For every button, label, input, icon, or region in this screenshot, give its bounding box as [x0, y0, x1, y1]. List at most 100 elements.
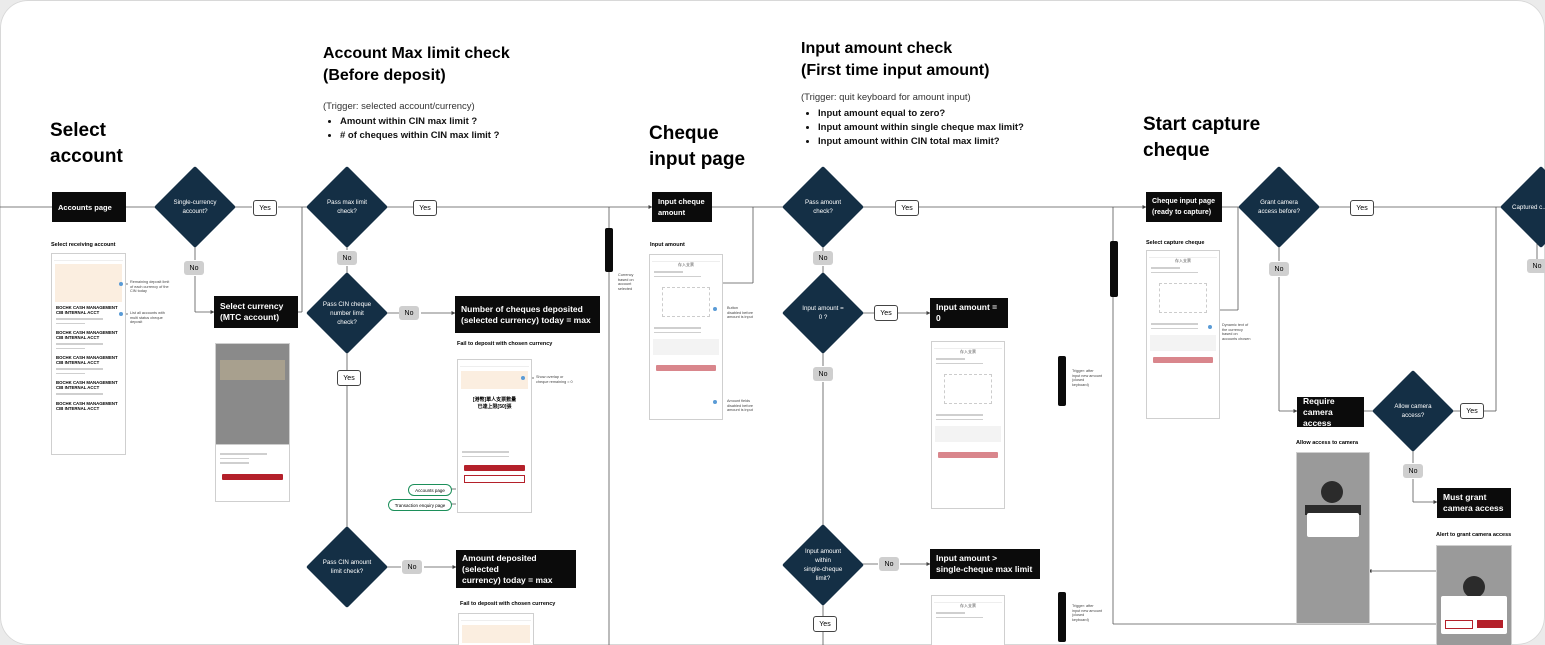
decision-text: Captured c... — [1512, 203, 1545, 211]
decision-pass-amount[interactable]: Pass amount check? — [781, 165, 865, 249]
phone-line — [56, 343, 104, 345]
annotation-dot — [713, 400, 717, 404]
decision-text: Allow camera access? — [1394, 403, 1432, 419]
phone-account-list: BOCHK CASH MANAGEMENT CIB INTERNAL ACCT … — [51, 253, 126, 455]
phone-notice — [935, 426, 1001, 442]
caption-fail-deposit: Fail to deposit with chosen currency — [457, 341, 553, 347]
decision-pass-cin-cheque[interactable]: Pass CIN cheque number limit check? — [305, 271, 389, 355]
phone-line — [56, 347, 86, 349]
caption-select-capture: Select capture cheque — [1146, 240, 1205, 246]
block-input-gt-single[interactable]: Input amount > single-cheque max limit — [930, 549, 1040, 579]
decision-text: Input amount = 0 ? — [802, 305, 844, 321]
camera-permission-illustration — [1305, 505, 1361, 515]
phone-title: 存入支票 — [960, 603, 976, 608]
yes-label: Yes — [337, 370, 361, 386]
block-input-cheque-amount[interactable]: Input cheque amount — [652, 192, 712, 222]
annotation-dot — [1208, 325, 1212, 329]
heading-start-capture: Start capture cheque — [1143, 114, 1261, 161]
block-accounts-page[interactable]: Accounts page — [52, 192, 126, 222]
block-cheque-ready[interactable]: Cheque input page (ready to capture) — [1146, 192, 1222, 222]
decision-captured[interactable]: Captured c... — [1499, 165, 1545, 249]
annotation-dot — [119, 312, 123, 316]
no-label: No — [184, 261, 204, 275]
yes-label: Yes — [813, 616, 837, 632]
phone-limit-card — [220, 360, 285, 380]
phone-notice — [1150, 335, 1216, 351]
decision-pass-max[interactable]: Pass max limit check? — [305, 165, 389, 249]
max-limit-trigger: (Trigger: selected account/currency) — [323, 101, 475, 112]
phone-line — [936, 358, 965, 360]
phone-allow-camera — [1296, 452, 1370, 624]
decision-text: Single-currency account? — [173, 199, 217, 215]
phone-line — [462, 455, 510, 457]
decision-allow-camera[interactable]: Allow camera access? — [1371, 369, 1455, 453]
phone-secondary-button — [464, 475, 525, 483]
phone-currency-sheet — [215, 343, 290, 502]
decision-input-single[interactable]: Input amount within single-cheque limit? — [781, 523, 865, 607]
phone-confirm-button — [222, 473, 283, 480]
bullet: Input amount within single cheque max li… — [818, 121, 1024, 135]
phone-line — [56, 368, 104, 370]
phone-notice — [653, 339, 719, 355]
decision-grant-camera[interactable]: Grant camera access before? — [1237, 165, 1321, 249]
note-trigger-keyboard: Trigger: after input new amount (closed … — [1072, 604, 1102, 622]
yes-label: Yes — [895, 200, 919, 216]
phone-status-bar — [1149, 251, 1217, 258]
block-require-camera[interactable]: Require camera access — [1297, 396, 1364, 428]
decision-pass-cin-amount[interactable]: Pass CIN amount limit check? — [305, 525, 389, 609]
caption-alert-grant: Alert to grant camera access — [1436, 532, 1512, 538]
block-must-grant[interactable]: Must grant camera access — [1437, 488, 1511, 518]
bullet: Amount within CIN max limit ? — [340, 115, 499, 129]
phone-line — [220, 462, 250, 464]
phone-overlay — [216, 344, 289, 444]
phone-status-bar — [934, 596, 1002, 603]
bullet: # of cheques within CIN max limit ? — [340, 129, 499, 143]
link-transaction-enquiry[interactable]: Transaction enquiry page — [388, 499, 452, 511]
caption-select-receiving: Select receiving account — [51, 242, 116, 248]
decision-single-currency[interactable]: Single-currency account? — [153, 165, 237, 249]
yes-label: Yes — [1460, 403, 1484, 419]
phone-submit-button — [938, 452, 998, 458]
phone-cheque-placeholder — [944, 374, 992, 404]
no-label: No — [1527, 259, 1545, 273]
block-input-amount-zero[interactable]: Input amount = 0 — [930, 298, 1008, 328]
vertical-tag — [605, 228, 613, 272]
no-label: No — [402, 560, 422, 574]
phone-line — [936, 612, 965, 614]
yes-label: Yes — [1350, 200, 1374, 216]
phone-capture: 存入支票 — [1146, 250, 1220, 419]
camera-alert-dialog — [1441, 596, 1507, 634]
decision-text: Pass CIN cheque number limit check? — [322, 300, 372, 326]
phone-status-bar — [461, 614, 531, 621]
phone-status-bar — [54, 254, 123, 261]
caption-input-amount: Input amount — [650, 242, 685, 248]
block-num-cheques-max[interactable]: Number of cheques deposited (selected cu… — [455, 296, 600, 333]
phone-submit-button — [656, 365, 716, 371]
alert-cancel-button — [1445, 620, 1473, 629]
heading-select-account: Select account — [50, 120, 123, 167]
heading-max-limit: Account Max limit check (Before deposit) — [323, 45, 510, 84]
input-amount-trigger: (Trigger: quit keyboard for amount input… — [801, 92, 971, 103]
block-select-currency[interactable]: Select currency (MTC account) — [214, 296, 298, 328]
phone-line — [1151, 267, 1180, 269]
yes-label: Yes — [874, 305, 898, 321]
caption-fail-deposit: Fail to deposit with chosen currency — [460, 601, 556, 607]
link-accounts-page[interactable]: Accounts page — [408, 484, 452, 496]
phone-account-name: BOCHK CASH MANAGEMENT CIB INTERNAL ACCT — [56, 355, 118, 365]
phone-line — [1151, 327, 1198, 329]
note-dynamic-text: Dynamic text of the currency based on ac… — [1222, 323, 1251, 341]
bullet: Input amount within CIN total max limit? — [818, 135, 1024, 149]
phone-bottom-sheet — [216, 444, 289, 501]
phone-cheque-placeholder — [1159, 283, 1207, 313]
decision-input-zero[interactable]: Input amount = 0 ? — [781, 271, 865, 355]
bullet: Input amount equal to zero? — [818, 107, 1024, 121]
block-amount-deposited-max[interactable]: Amount deposited (selected currency) tod… — [456, 550, 576, 588]
phone-status-bar — [934, 342, 1002, 349]
vertical-tag — [1058, 356, 1066, 406]
phone-account-name: BOCHK CASH MANAGEMENT CIB INTERNAL ACCT — [56, 380, 118, 390]
phone-line — [654, 275, 701, 277]
phone-limit-card — [55, 264, 122, 302]
input-amount-bullets: Input amount equal to zero? Input amount… — [804, 107, 1024, 149]
phone-line — [1151, 271, 1198, 273]
